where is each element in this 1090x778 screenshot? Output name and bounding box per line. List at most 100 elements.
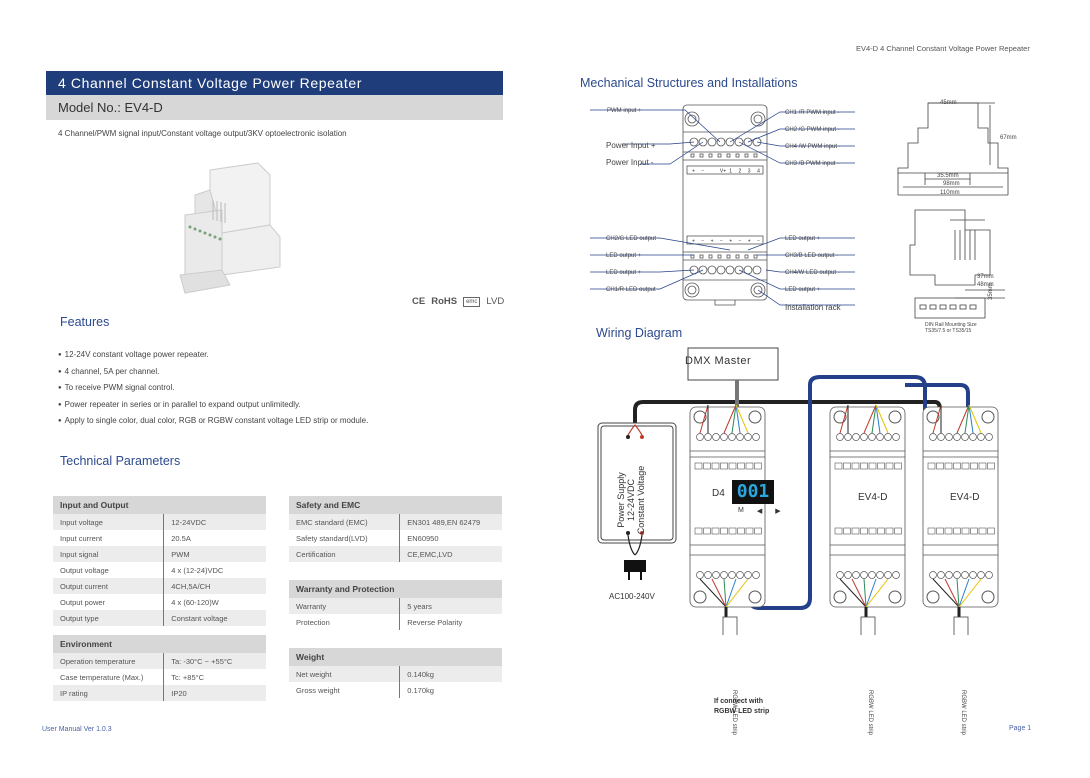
features-heading: Features xyxy=(60,315,110,329)
table-title: Environment xyxy=(53,635,266,653)
label-led-plus-2: LED output + xyxy=(606,270,642,276)
page-number: Page 1 xyxy=(1009,725,1032,732)
svg-text:+: + xyxy=(692,169,695,175)
param-value: 4 x (60-120)W xyxy=(163,594,266,610)
repeater-1-label: EV4-D xyxy=(858,492,888,503)
next-button: ▶ xyxy=(775,508,781,515)
param-name: Operation temperature xyxy=(53,653,164,669)
dim-rail: 35mm xyxy=(988,283,994,300)
svg-text:−: − xyxy=(701,169,704,175)
dim-height: 67mm xyxy=(1000,135,1017,141)
param-name: Case temperature (Max.) xyxy=(53,669,164,685)
param-name: Output power xyxy=(53,594,164,610)
dmx-address-display: 001 xyxy=(732,480,774,504)
led-strip xyxy=(860,616,876,635)
label-ch4-led: CH4/W LED output - xyxy=(785,270,840,276)
feature-item: Apply to single color, dual color, RGB o… xyxy=(58,416,369,433)
label-ch3-led: CH3/B LED output - xyxy=(785,253,839,259)
label-ch2-led: CH2/G LED output - xyxy=(606,236,660,242)
label-led-plus-3: LED output + xyxy=(785,236,821,242)
param-name: Certification xyxy=(289,546,400,562)
label-ch4-pwm: CH4 /W PWM input - xyxy=(785,144,841,150)
lvd-mark: LVD xyxy=(486,296,505,307)
table-row: Safety standard(LVD)EN60950 xyxy=(289,530,502,546)
param-value: Constant voltage xyxy=(163,610,266,626)
repeater-unit xyxy=(922,404,999,635)
label-power-input-minus: Power Input - xyxy=(606,158,654,167)
svg-text:−: − xyxy=(701,239,704,245)
led-strip xyxy=(953,616,969,635)
label-led-plus-4: LED output + xyxy=(785,287,821,293)
param-value: 4CH,5A/CH xyxy=(163,578,266,594)
param-name: Net weight xyxy=(289,666,400,682)
table-title: Input and Output xyxy=(53,496,266,514)
svg-text:+: + xyxy=(748,239,751,245)
param-name: Gross weight xyxy=(289,682,400,698)
param-value: 0.140kg xyxy=(399,666,502,682)
label-ch1-led: CH1/R LED output - xyxy=(606,287,660,293)
led-strip xyxy=(722,616,738,635)
feature-item: Power repeater in series or in parallel … xyxy=(58,400,368,417)
param-name: Safety standard(LVD) xyxy=(289,530,400,546)
param-name: EMC standard (EMC) xyxy=(289,514,400,530)
safety-table: Safety and EMC EMC standard (EMC)EN301 4… xyxy=(289,496,502,562)
svg-text:1: 1 xyxy=(729,169,732,175)
param-value: Reverse Polarity xyxy=(399,614,502,630)
svg-text:−: − xyxy=(757,239,760,245)
mechanical-heading: Mechanical Structures and Installations xyxy=(580,76,798,90)
svg-text:2: 2 xyxy=(739,169,742,175)
mode-button: M xyxy=(738,507,744,514)
wiring-diagram xyxy=(597,347,999,635)
svg-text:3: 3 xyxy=(748,169,751,175)
prev-button: ◀ xyxy=(756,508,763,515)
note-line-2: RGBW LED strip xyxy=(714,708,770,715)
param-value: 12-24VDC xyxy=(163,514,266,530)
svg-text:4: 4 xyxy=(757,169,760,175)
repeater-unit xyxy=(829,404,906,635)
dim-d3: 110mm xyxy=(940,190,960,196)
controller-unit xyxy=(689,404,766,635)
dmx-master-box xyxy=(687,347,779,381)
param-value: 4 x (12-24)VDC xyxy=(163,562,266,578)
product-subtitle: 4 Channel/PWM signal input/Constant volt… xyxy=(58,129,347,138)
param-name: Protection xyxy=(289,614,400,630)
svg-text:+: + xyxy=(711,239,714,245)
certification-marks: CE RoHS emc LVD xyxy=(412,296,504,307)
param-name: Output voltage xyxy=(53,562,164,578)
dim-d1: 35.5mm xyxy=(937,173,959,179)
param-value: IP20 xyxy=(163,685,266,701)
controller-label: D4 xyxy=(712,488,725,499)
feature-item: 12-24V constant voltage power repeater. xyxy=(58,350,368,367)
dim-width: 45mm xyxy=(940,100,957,106)
repeater-2-label: EV4-D xyxy=(950,492,980,503)
param-value: EN301 489,EN 62479 xyxy=(399,514,502,530)
power-supply-label: Power Supply 12-24VDC Constant Voltage xyxy=(616,455,646,545)
table-title: Safety and EMC xyxy=(289,496,502,514)
power-supply-box xyxy=(597,422,677,544)
label-ch3-pwm: CH3 /B PWM input - xyxy=(785,161,840,167)
param-value: CE,EMC,LVD xyxy=(399,546,502,562)
controller-buttons: M ◀ ▶ xyxy=(738,507,781,515)
feature-item: To receive PWM signal control. xyxy=(58,383,368,400)
rohs-mark: RoHS xyxy=(431,296,458,307)
param-value: 20.5A xyxy=(163,530,266,546)
svg-text:−: − xyxy=(739,239,742,245)
note-line-1: If connect with xyxy=(714,698,763,705)
label-installation-rack: Installation rack xyxy=(785,303,841,312)
mechanical-front-diagram: ++−−+V+−1+2−3+4− xyxy=(590,104,855,306)
